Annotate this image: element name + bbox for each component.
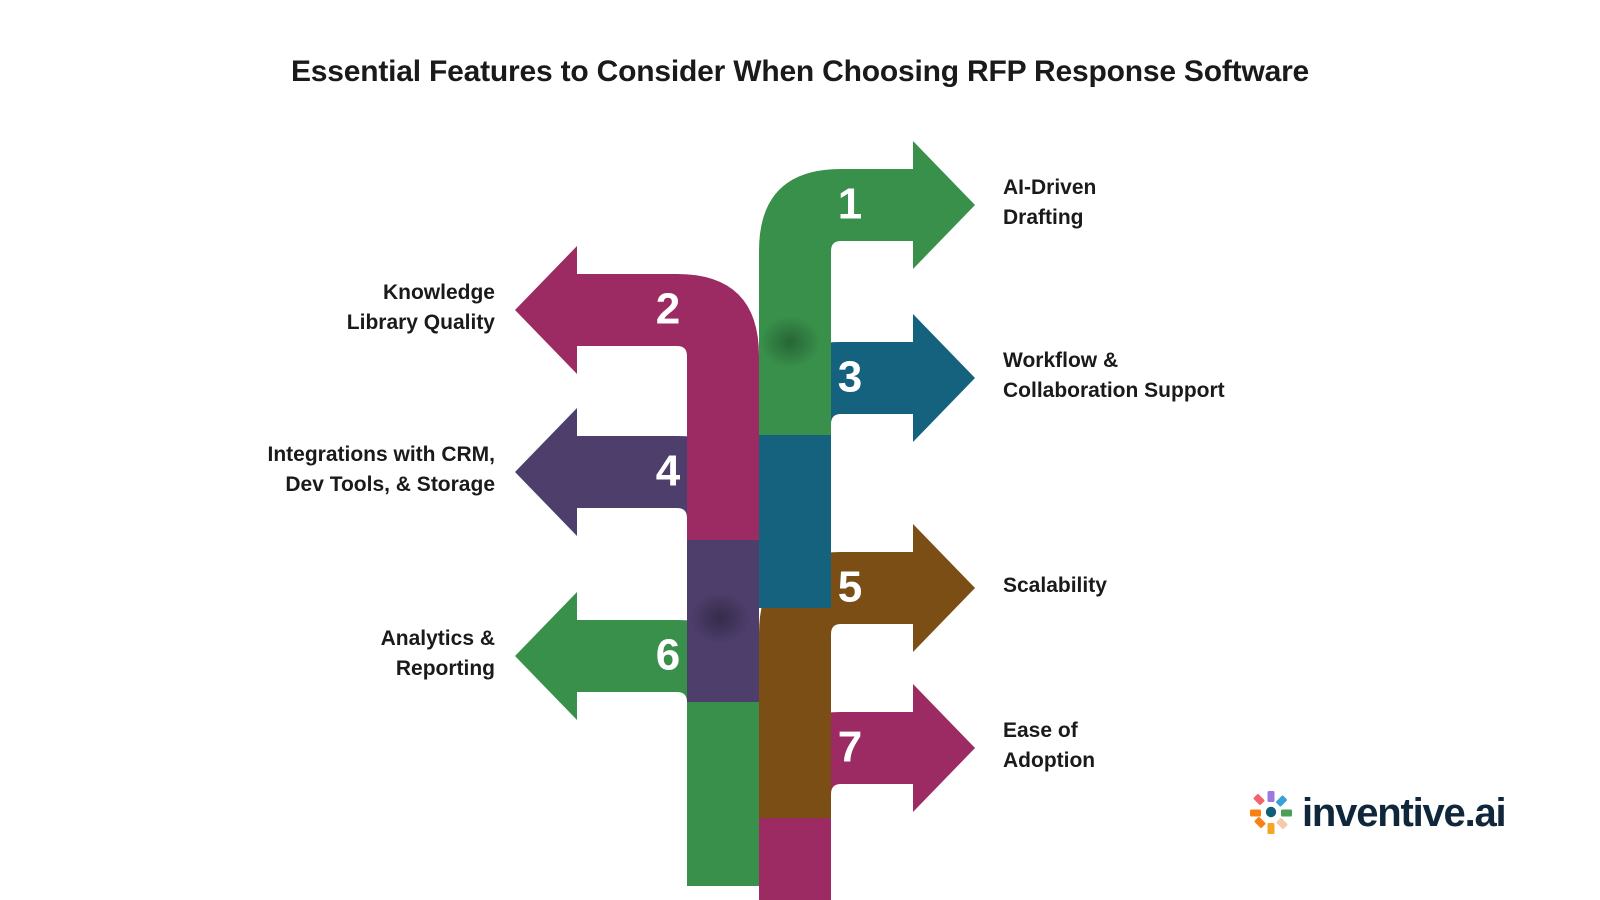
logo-petal-5 [1267,823,1275,834]
logo-center-dot [1265,806,1277,818]
step-label-6: Analytics & Reporting [380,627,495,681]
crossing-shadow-2 [690,592,750,644]
flow-arrow-2 [515,246,759,540]
step-label-3: Workflow & Collaboration Support [1003,349,1225,403]
step-number-2: 2 [656,285,680,334]
step-label-5: Scalability [1003,574,1107,597]
crossing-shadow-1 [760,316,820,368]
step-number-4: 4 [656,447,681,496]
arrow-shape [759,141,975,435]
step-label-4: Integrations with CRM, Dev Tools, & Stor… [267,443,496,497]
logo-petal-6 [1254,817,1266,828]
logo-petal-1 [1267,791,1275,802]
step-number-7: 7 [838,723,862,772]
logo-petal-4 [1276,818,1288,829]
step-label-7: Ease of Adoption [1003,719,1096,773]
inventive-pinwheel-icon [1250,791,1292,834]
logo-petal-8 [1253,794,1265,805]
step-number-1: 1 [838,180,862,229]
logo-petal-2 [1276,795,1287,807]
step-number-5: 5 [838,563,862,612]
logo-petal-3 [1281,809,1292,817]
logo-text: inventive.ai [1302,791,1507,835]
logo-petal-7 [1250,809,1261,817]
step-label-2: Knowledge Library Quality [346,281,495,335]
step-number-6: 6 [656,631,680,680]
page-title: Essential Features to Consider When Choo… [290,55,1310,88]
brand-logo: inventive.ai [1248,790,1507,836]
step-label-1: AI-Driven Drafting [1003,176,1097,230]
arrow-shape [515,246,759,540]
flow-arrow-1 [759,141,975,435]
step-number-3: 3 [838,353,862,402]
